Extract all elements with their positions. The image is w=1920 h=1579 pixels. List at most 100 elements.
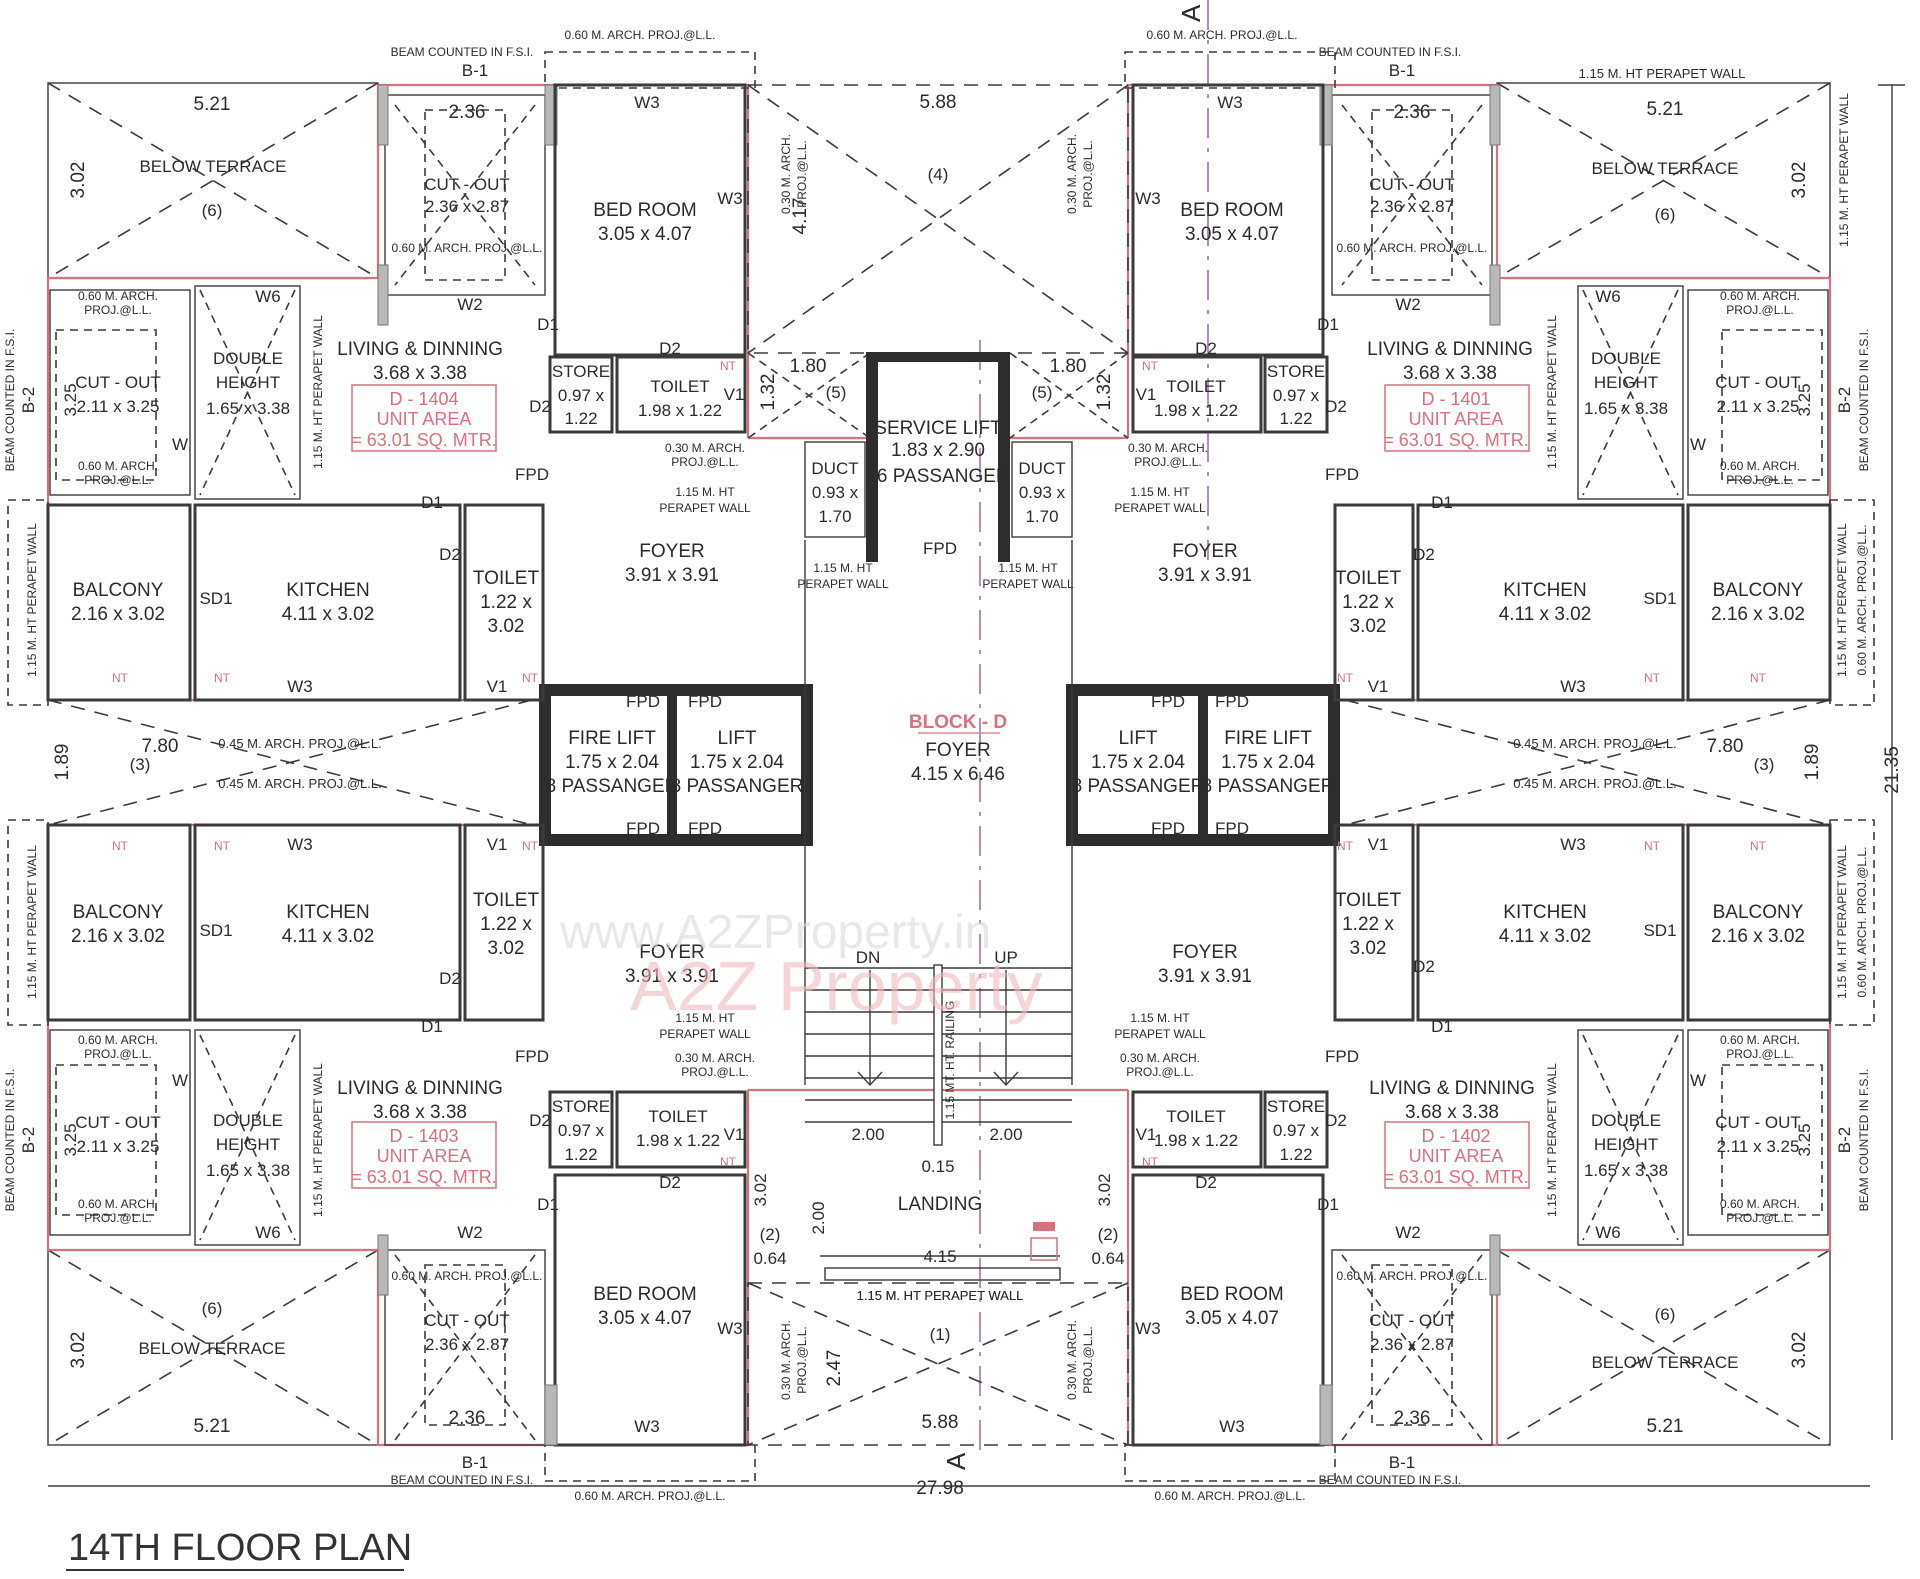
svg-text:1.22 x: 1.22 x xyxy=(1342,592,1394,613)
svg-text:PERAPET WALL: PERAPET WALL xyxy=(659,501,751,515)
svg-text:16 PASSANGER: 16 PASSANGER xyxy=(866,466,1009,487)
svg-text:CUT - OUT: CUT - OUT xyxy=(424,175,510,194)
svg-text:TOILET: TOILET xyxy=(473,890,540,911)
svg-text:KITCHEN: KITCHEN xyxy=(1503,902,1586,923)
svg-text:TOILET: TOILET xyxy=(1335,890,1402,911)
svg-text:0.45 M. ARCH. PROJ.@L.L.: 0.45 M. ARCH. PROJ.@L.L. xyxy=(1513,776,1676,791)
lifts-left: FPD FPD FPD FPD FIRE LIFT 1.75 x 2.04 8 … xyxy=(539,684,813,846)
svg-text:FPD: FPD xyxy=(1215,819,1249,838)
void-side-3-right: 7.80 (3) 1.89 0.45 M. ARCH. PROJ.@L.L. 0… xyxy=(1344,699,1831,826)
svg-text:2.16 x 3.02: 2.16 x 3.02 xyxy=(1711,926,1805,947)
svg-text:W2: W2 xyxy=(1395,1223,1421,1242)
svg-text:FOYER: FOYER xyxy=(1172,942,1237,963)
svg-text:BEAM COUNTED IN F.S.I.: BEAM COUNTED IN F.S.I. xyxy=(1857,329,1871,472)
svg-text:UNIT AREA: UNIT AREA xyxy=(1409,1146,1504,1166)
fire-lift-left-name: FIRE LIFT xyxy=(568,728,656,749)
svg-text:FPD: FPD xyxy=(1215,692,1249,711)
svg-text:1.15 M. HT PERAPET WALL: 1.15 M. HT PERAPET WALL xyxy=(1545,315,1559,469)
svg-text:0.60 M. ARCH. PROJ.@L.L.: 0.60 M. ARCH. PROJ.@L.L. xyxy=(1337,1269,1488,1283)
svg-text:BELOW TERRACE: BELOW TERRACE xyxy=(1591,1353,1738,1372)
overall-dimensions: 27.98 21.35 xyxy=(48,84,1905,1499)
svg-text:1.83 x 2.90: 1.83 x 2.90 xyxy=(891,440,985,461)
svg-text:1.32: 1.32 xyxy=(758,374,779,411)
svg-text:W3: W3 xyxy=(634,93,660,112)
void-bottom-1: (1) 5.88 2.47 1.15 M. HT PERAPET WALL xyxy=(747,1282,1129,1446)
svg-text:PROJ.@L.L.: PROJ.@L.L. xyxy=(84,303,152,317)
unit-d1401: 2.36 CUT - OUT 2.36 x 2.87 0.60 M. ARCH.… xyxy=(1065,28,1875,706)
svg-text:2.00: 2.00 xyxy=(809,1201,828,1234)
svg-text:1.70: 1.70 xyxy=(818,507,851,526)
fire-lift-right-name: FIRE LIFT xyxy=(1224,728,1312,749)
svg-text:1.70: 1.70 xyxy=(1025,507,1058,526)
void-side-3-left: 7.80 (3) 1.89 0.45 M. ARCH. PROJ.@L.L. 0… xyxy=(47,699,533,826)
unit-d1404: 2.36 CUT - OUT 2.36 x 2.87 0.60 M. ARCH.… xyxy=(3,28,809,706)
svg-text:W2: W2 xyxy=(457,1223,483,1242)
svg-text:B-2: B-2 xyxy=(1835,1127,1854,1153)
svg-text:1.75 x 2.04: 1.75 x 2.04 xyxy=(1091,752,1185,773)
svg-text:1.75 x 2.04: 1.75 x 2.04 xyxy=(1221,752,1315,773)
svg-text:PROJ.@L.L.: PROJ.@L.L. xyxy=(1726,1047,1794,1061)
svg-text:0.93 x: 0.93 x xyxy=(812,483,859,502)
svg-text:0.30 M. ARCH.: 0.30 M. ARCH. xyxy=(1065,134,1079,214)
plan-title-block: 14TH FLOOR PLAN xyxy=(66,1527,412,1571)
svg-text:TOILET: TOILET xyxy=(1166,1107,1225,1126)
svg-text:(3): (3) xyxy=(1754,755,1775,774)
svg-text:NT: NT xyxy=(112,839,129,853)
svg-text:(5): (5) xyxy=(1032,383,1053,402)
svg-text:W3: W3 xyxy=(717,189,743,208)
svg-text:5.88: 5.88 xyxy=(922,1412,959,1433)
svg-text:BELOW TERRACE: BELOW TERRACE xyxy=(138,1339,285,1358)
svg-text:0.60 M. ARCH. PROJ.@L.L.: 0.60 M. ARCH. PROJ.@L.L. xyxy=(565,28,716,42)
unit-id: D - 1402 xyxy=(1421,1126,1490,1146)
svg-text:1.22: 1.22 xyxy=(564,1145,597,1164)
svg-text:W3: W3 xyxy=(1135,1319,1161,1338)
svg-text:V1: V1 xyxy=(1368,677,1389,696)
svg-text:1.98 x 1.22: 1.98 x 1.22 xyxy=(638,401,722,420)
svg-text:W3: W3 xyxy=(634,1417,660,1436)
svg-text:BED ROOM: BED ROOM xyxy=(1180,200,1283,221)
svg-text:2.11 x 3.25: 2.11 x 3.25 xyxy=(77,1137,160,1156)
svg-text:NT: NT xyxy=(1750,839,1767,853)
below-terrace-tr: 5.21 BELOW TERRACE (6) 3.02 1.15 M. HT P… xyxy=(1496,66,1851,279)
parapet-notes-core: 1.15 M. HT PERAPET WALL 1.15 M. HT PERAP… xyxy=(797,561,1074,591)
svg-text:SD1: SD1 xyxy=(199,589,232,608)
svg-text:B-2: B-2 xyxy=(19,1127,38,1153)
svg-text:0.60 M. ARCH. PROJ.@L.L.: 0.60 M. ARCH. PROJ.@L.L. xyxy=(392,1269,543,1283)
svg-text:0.15: 0.15 xyxy=(921,1157,954,1176)
svg-text:0.60 M. ARCH. PROJ.@L.L.: 0.60 M. ARCH. PROJ.@L.L. xyxy=(1147,28,1298,42)
svg-text:7.80: 7.80 xyxy=(1707,736,1744,757)
void-small-5-right: 1.80 (5) 1.32 xyxy=(1009,352,1129,439)
svg-text:CUT - OUT: CUT - OUT xyxy=(75,373,161,392)
svg-text:W3: W3 xyxy=(1560,835,1586,854)
svg-text:DOUBLE: DOUBLE xyxy=(1591,1111,1661,1130)
svg-text:1.75 x 2.04: 1.75 x 2.04 xyxy=(565,752,659,773)
svg-text:FPD: FPD xyxy=(1325,1047,1359,1066)
svg-text:0.60 M. ARCH.: 0.60 M. ARCH. xyxy=(78,289,158,303)
svg-text:2.36: 2.36 xyxy=(1394,1408,1431,1429)
unit-d1402: BALCONY 2.16 x 3.02 1.15 M. HT PERAPET W… xyxy=(1065,819,1875,1503)
svg-text:W6: W6 xyxy=(255,1223,281,1242)
unit-id: D - 1401 xyxy=(1421,389,1490,409)
svg-text:1.89: 1.89 xyxy=(1802,744,1823,781)
svg-text:1.22 x: 1.22 x xyxy=(480,914,532,935)
bedroom-name: BED ROOM xyxy=(593,200,696,221)
svg-text:2.16 x 3.02: 2.16 x 3.02 xyxy=(71,926,165,947)
svg-text:W3: W3 xyxy=(1135,189,1161,208)
svg-text:TOILET: TOILET xyxy=(1335,568,1402,589)
svg-text:KITCHEN: KITCHEN xyxy=(286,580,369,601)
svg-text:2.00: 2.00 xyxy=(989,1125,1022,1144)
svg-text:CUT - OUT: CUT - OUT xyxy=(1369,1311,1455,1330)
svg-text:1.22: 1.22 xyxy=(564,409,597,428)
svg-text:D2: D2 xyxy=(659,1173,681,1192)
svg-text:2.36: 2.36 xyxy=(449,1408,486,1429)
svg-text:NT: NT xyxy=(1337,671,1354,685)
svg-text:3.25: 3.25 xyxy=(1795,1123,1814,1156)
svg-text:LIVING & DINNING: LIVING & DINNING xyxy=(1369,1078,1535,1099)
svg-text:W6: W6 xyxy=(255,287,281,306)
svg-text:4.11 x 3.02: 4.11 x 3.02 xyxy=(282,604,375,625)
svg-text:0.60 M. ARCH. PROJ.@L.L.: 0.60 M. ARCH. PROJ.@L.L. xyxy=(1855,847,1869,998)
svg-text:2.47: 2.47 xyxy=(824,1350,845,1387)
lift-left-name: LIFT xyxy=(717,728,756,749)
svg-text:NT: NT xyxy=(522,839,539,853)
svg-text:UNIT AREA: UNIT AREA xyxy=(377,409,472,429)
